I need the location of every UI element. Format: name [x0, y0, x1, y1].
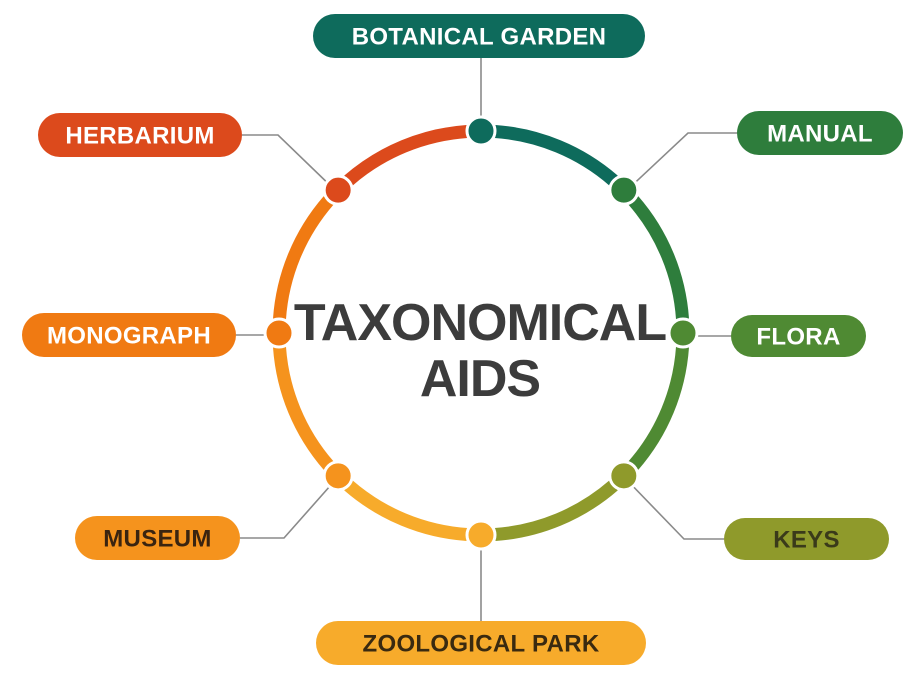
ring-dot-zoological-park	[465, 519, 497, 551]
pill-background-herbarium	[38, 113, 242, 157]
pill-background-flora	[731, 315, 866, 357]
pill-label-keys: KEYS	[773, 527, 840, 554]
ring-dot-flora	[667, 317, 699, 349]
pill-background-botanical-garden	[313, 14, 645, 58]
pill-label-manual: MANUAL	[767, 121, 873, 148]
ring-dots	[263, 115, 699, 551]
center-title-line1: TAXONOMICAL	[294, 294, 666, 352]
ring-dot-herbarium	[322, 174, 354, 206]
ring-dot-manual	[608, 174, 640, 206]
pill-label-zoological-park: ZOOLOGICAL PARK	[363, 631, 600, 658]
center-title-line2: AIDS	[420, 350, 540, 408]
pill-flora: FLORA	[731, 315, 866, 357]
ring-arc-keys	[494, 480, 618, 541]
ring-dot-keys	[608, 460, 640, 492]
pill-herbarium: HERBARIUM	[38, 113, 242, 157]
center-title: TAXONOMICAL AIDS	[294, 294, 667, 408]
pill-keys: KEYS	[724, 518, 889, 560]
ring-arc-herbarium	[344, 125, 468, 186]
ring-arc-flora	[628, 346, 689, 470]
ring-arc-museum	[273, 346, 334, 470]
ring-dot-botanical-garden	[465, 115, 497, 147]
pill-label-museum: MUSEUM	[103, 526, 211, 553]
pill-botanical-garden: BOTANICAL GARDEN	[313, 14, 645, 58]
connector-herbarium	[242, 134, 339, 194]
ring-arc-zoological-park	[344, 480, 468, 541]
connector-manual	[623, 132, 737, 194]
pill-background-zoological-park	[316, 621, 646, 665]
pill-label-herbarium: HERBARIUM	[65, 123, 214, 150]
pill-museum: MUSEUM	[75, 516, 240, 560]
pill-background-monograph	[22, 313, 236, 357]
connector-keys	[623, 476, 724, 540]
pill-label-botanical-garden: BOTANICAL GARDEN	[352, 24, 607, 51]
pill-monograph: MONOGRAPH	[22, 313, 236, 357]
pill-label-flora: FLORA	[756, 324, 840, 351]
pill-background-keys	[724, 518, 889, 560]
pill-zoological-park: ZOOLOGICAL PARK	[316, 621, 646, 665]
connector-museum	[240, 476, 339, 539]
label-pills: BOTANICAL GARDEN MANUAL FLORA KEYS ZOOLOGICA…	[22, 14, 903, 665]
pill-background-museum	[75, 516, 240, 560]
ring-dot-monograph	[263, 317, 295, 349]
ring-arc-manual	[628, 196, 689, 320]
ring	[273, 125, 689, 541]
pill-label-monograph: MONOGRAPH	[47, 323, 211, 350]
ring-arc-botanical-garden	[494, 125, 618, 186]
ring-arc-monograph	[273, 196, 334, 320]
pill-manual: MANUAL	[737, 111, 903, 155]
pill-background-manual	[737, 111, 903, 155]
ring-dot-museum	[322, 460, 354, 492]
